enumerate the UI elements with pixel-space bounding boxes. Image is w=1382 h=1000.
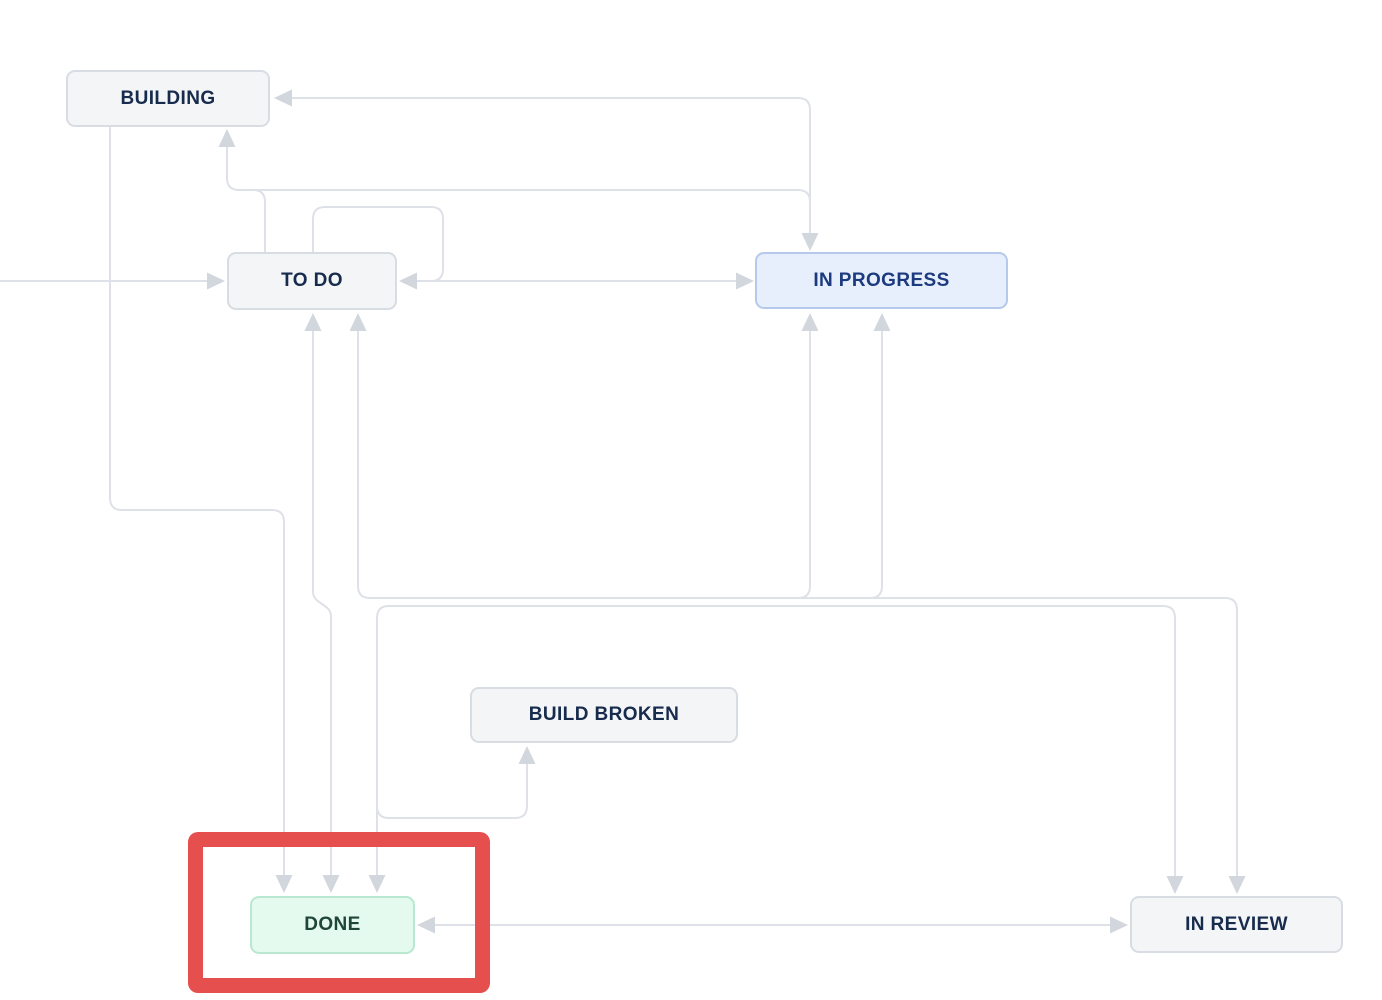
transition-building-inprogress-top bbox=[274, 89, 819, 251]
transition-corridor-up-inprogress-2 bbox=[869, 313, 891, 599]
status-node-build-broken[interactable]: BUILD BROKEN bbox=[470, 687, 738, 743]
transition-corridor-done-inreview-tops bbox=[368, 605, 1184, 894]
transition-done-inreview-bidirectional bbox=[417, 916, 1128, 934]
transition-todo-self-loop bbox=[312, 206, 444, 282]
transition-elbow-to-build-broken bbox=[376, 700, 536, 819]
transition-corridor-todo-inreview bbox=[349, 313, 1246, 894]
transition-corridor-to-building-bottom bbox=[218, 129, 811, 203]
status-label-in-review: IN REVIEW bbox=[1185, 913, 1288, 935]
status-label-done: DONE bbox=[304, 914, 361, 935]
status-label-in-progress: IN PROGRESS bbox=[813, 269, 950, 291]
transition-corridor-up-inprogress-1 bbox=[797, 313, 819, 599]
status-label-building: BUILDING bbox=[120, 87, 216, 109]
status-node-done[interactable]: DONE bbox=[250, 896, 415, 954]
transition-branch-to-todo-top bbox=[252, 189, 266, 253]
status-node-todo[interactable]: TO DO bbox=[227, 252, 397, 310]
status-label-todo: TO DO bbox=[281, 270, 343, 291]
status-node-building[interactable]: BUILDING bbox=[66, 70, 270, 127]
status-label-build-broken: BUILD BROKEN bbox=[528, 704, 680, 725]
transition-todo-done-left-pair bbox=[304, 313, 340, 893]
status-node-in-review[interactable]: IN REVIEW bbox=[1130, 896, 1343, 953]
status-node-in-progress[interactable]: IN PROGRESS bbox=[755, 252, 1008, 309]
transition-todo-inprogress-bidirectional bbox=[399, 272, 754, 290]
transition-offscreen-left-to-todo bbox=[0, 272, 225, 290]
transition-building-to-done bbox=[109, 127, 293, 893]
